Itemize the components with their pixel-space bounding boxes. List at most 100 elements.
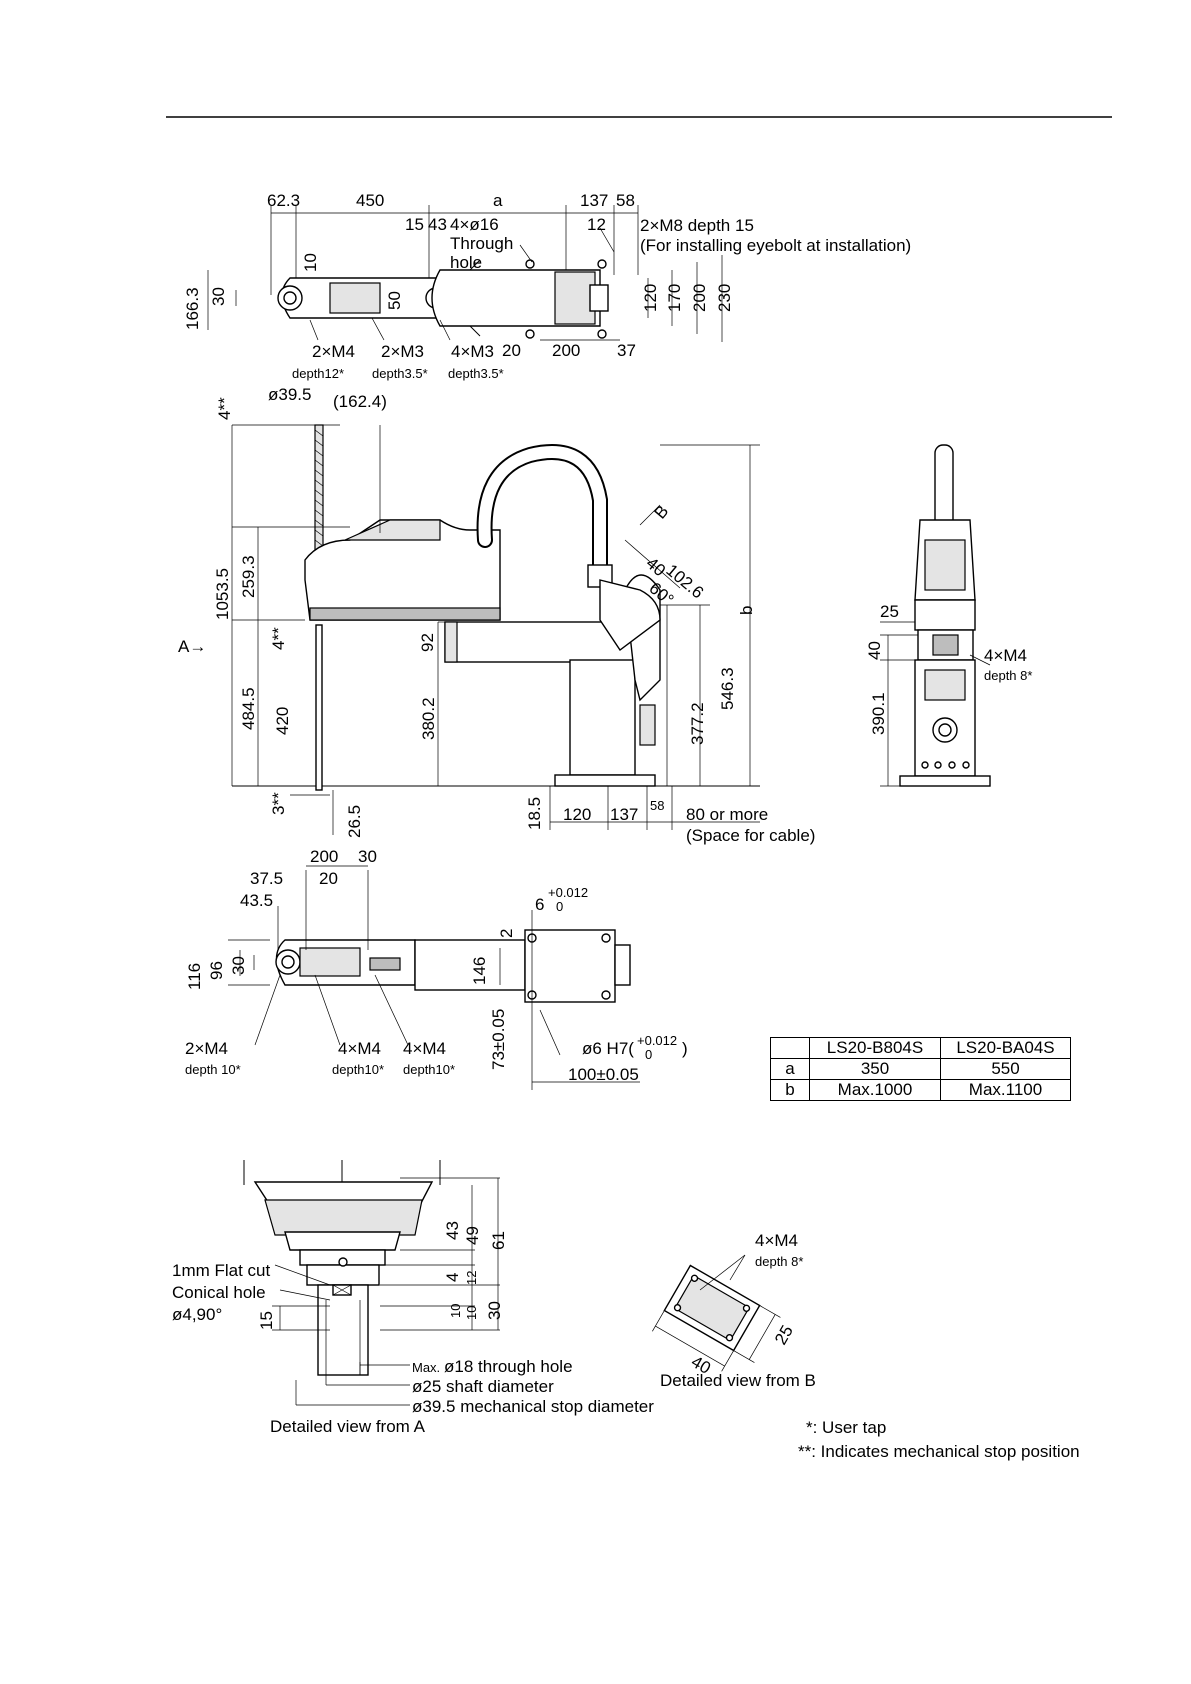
dim-30-top: 30 bbox=[209, 287, 228, 306]
a-dim-4: 4 bbox=[443, 1273, 462, 1282]
dim-200-top-bottom: 200 bbox=[552, 341, 580, 360]
note-user-tap: *: User tap bbox=[806, 1418, 886, 1437]
a-dim-43: 43 bbox=[443, 1221, 462, 1240]
side-dim-1053-5: 1053.5 bbox=[213, 568, 232, 620]
side-dim-377-2: 377.2 bbox=[688, 702, 707, 745]
dim-15: 15 bbox=[405, 215, 424, 234]
bottom-tap-1-depth: depth10* bbox=[332, 1062, 384, 1077]
dim-120-top: 120 bbox=[641, 284, 660, 312]
note-stop-position: **: Indicates mechanical stop position bbox=[798, 1442, 1080, 1461]
table-header-cell bbox=[770, 1037, 810, 1059]
bottom-dim-146: 146 bbox=[470, 957, 489, 985]
dim-10: 10 bbox=[301, 253, 320, 272]
a-dim-61: 61 bbox=[489, 1231, 508, 1250]
side-dim-58: 58 bbox=[650, 798, 664, 813]
bottom-dim-37-5: 37.5 bbox=[250, 869, 283, 888]
bottom-dim-30: 30 bbox=[358, 847, 377, 866]
detail-b-caption: Detailed view from B bbox=[660, 1371, 816, 1390]
conical-hole-label: Conical hole bbox=[172, 1283, 266, 1302]
conical-dia-label: ø4,90° bbox=[172, 1305, 222, 1324]
side-dim-4-mid: 4** bbox=[269, 627, 288, 650]
side-dim-380-2: 380.2 bbox=[419, 697, 438, 740]
side-dim-b: b bbox=[737, 606, 756, 615]
side-dim-259-3: 259.3 bbox=[239, 555, 258, 598]
right-tap-depth: depth 8* bbox=[984, 668, 1032, 683]
dim-230: 230 bbox=[715, 284, 734, 312]
side-dim-137: 137 bbox=[610, 805, 638, 824]
right-view: 25 40 390.1 4×M4 depth 8* bbox=[865, 444, 1032, 787]
bottom-dim-96: 96 bbox=[207, 961, 226, 980]
b-dim-25: 25 bbox=[771, 1322, 797, 1348]
side-dim-18-5: 18.5 bbox=[525, 797, 544, 830]
a-dim-12: 12 bbox=[464, 1271, 479, 1285]
hole-6-tol-lower: 0 bbox=[556, 899, 563, 914]
bottom-tap-2-label: 4×M4 bbox=[403, 1039, 446, 1058]
side-dim-26-5: 26.5 bbox=[345, 805, 364, 838]
table-cell: 550 bbox=[940, 1058, 1071, 1080]
table-header-cell: LS20-B804S bbox=[809, 1037, 941, 1059]
side-dim-420: 420 bbox=[273, 707, 292, 735]
dim-12: 12 bbox=[587, 215, 606, 234]
bottom-dim-100: 100±0.05 bbox=[568, 1065, 639, 1084]
through-hole-max: ø18 through hole bbox=[444, 1357, 573, 1376]
bottom-dim-43-5: 43.5 bbox=[240, 891, 273, 910]
dim-166-3: 166.3 bbox=[183, 287, 202, 330]
dim-a: a bbox=[493, 191, 503, 210]
bottom-tap-1-label: 4×M4 bbox=[338, 1039, 381, 1058]
bottom-tap-2-depth: depth10* bbox=[403, 1062, 455, 1077]
side-dim-3-bottom: 3** bbox=[269, 792, 288, 815]
view-a-arrow: A→ bbox=[178, 637, 206, 656]
table-row: b Max.1000 Max.1100 bbox=[770, 1079, 1071, 1101]
table-cell: 350 bbox=[809, 1058, 941, 1080]
view-b-label: B bbox=[651, 502, 673, 523]
table-cell: Max.1000 bbox=[809, 1079, 941, 1101]
shaft-diameter: ø25 shaft diameter bbox=[412, 1377, 554, 1396]
through-hole-line3: hole bbox=[450, 253, 482, 272]
table-row: LS20-B804S LS20-BA04S bbox=[770, 1037, 1071, 1059]
through-hole-label: 4×ø16 bbox=[450, 215, 499, 234]
side-dim-546-3: 546.3 bbox=[718, 667, 737, 710]
table-cell: b bbox=[770, 1079, 810, 1101]
pin-label: ø6 H7( bbox=[582, 1039, 634, 1058]
bottom-tap-0-label: 2×M4 bbox=[185, 1039, 228, 1058]
cable-space: 80 or more bbox=[686, 805, 768, 824]
top-tap-1-depth: depth3.5* bbox=[372, 366, 428, 381]
top-tap-2-depth: depth3.5* bbox=[448, 366, 504, 381]
side-dim-484-5: 484.5 bbox=[239, 687, 258, 730]
pin-close: ) bbox=[682, 1039, 688, 1058]
dim-200-top: 200 bbox=[690, 284, 709, 312]
pin-tol-upper: +0.012 bbox=[637, 1033, 677, 1048]
pin-tol-lower: 0 bbox=[645, 1047, 652, 1062]
dim-62-3: 62.3 bbox=[267, 191, 300, 210]
bottom-dim-2: 2 bbox=[497, 929, 516, 938]
eyebolt-label: 2×M8 depth 15 bbox=[640, 216, 754, 235]
side-dim-39-5: ø39.5 bbox=[268, 385, 311, 404]
dim-37: 37 bbox=[617, 341, 636, 360]
table-header-cell: LS20-BA04S bbox=[940, 1037, 1071, 1059]
b-tap-label: 4×M4 bbox=[755, 1231, 798, 1250]
table-cell: Max.1100 bbox=[940, 1079, 1071, 1101]
hole-6-tol-upper: +0.012 bbox=[548, 885, 588, 900]
through-hole-line2: Through bbox=[450, 234, 513, 253]
a-dim-49: 49 bbox=[463, 1226, 482, 1245]
dim-450: 450 bbox=[356, 191, 384, 210]
dim-20-top: 20 bbox=[502, 341, 521, 360]
right-dim-25: 25 bbox=[880, 602, 899, 621]
a-dim-10-a: 10 bbox=[448, 1304, 463, 1318]
a-dim-10-b: 10 bbox=[464, 1306, 479, 1320]
dim-170: 170 bbox=[665, 284, 684, 312]
bottom-dim-73: 73±0.05 bbox=[489, 1009, 508, 1070]
top-tap-0-label: 2×M4 bbox=[312, 342, 355, 361]
a-dim-15: 15 bbox=[257, 1311, 276, 1330]
cable-space-note: (Space for cable) bbox=[686, 826, 815, 845]
bottom-tap-0-depth: depth 10* bbox=[185, 1062, 241, 1077]
top-tap-1-label: 2×M3 bbox=[381, 342, 424, 361]
top-view: 62.3 450 a 137 58 15 43 12 10 30 166.3 5… bbox=[183, 191, 911, 381]
top-tap-0-depth: depth12* bbox=[292, 366, 344, 381]
bottom-dim-30-b: 30 bbox=[229, 956, 248, 975]
side-dim-4-top: 4** bbox=[215, 397, 234, 420]
detail-view-b: 4×M4 depth 8* 40 25 Detailed view from B bbox=[652, 1231, 816, 1390]
hole-6: 6 bbox=[535, 895, 544, 914]
bottom-view: 200 30 37.5 20 43.5 116 96 30 146 2 73±0… bbox=[185, 847, 688, 1090]
right-dim-390-1: 390.1 bbox=[869, 692, 888, 735]
